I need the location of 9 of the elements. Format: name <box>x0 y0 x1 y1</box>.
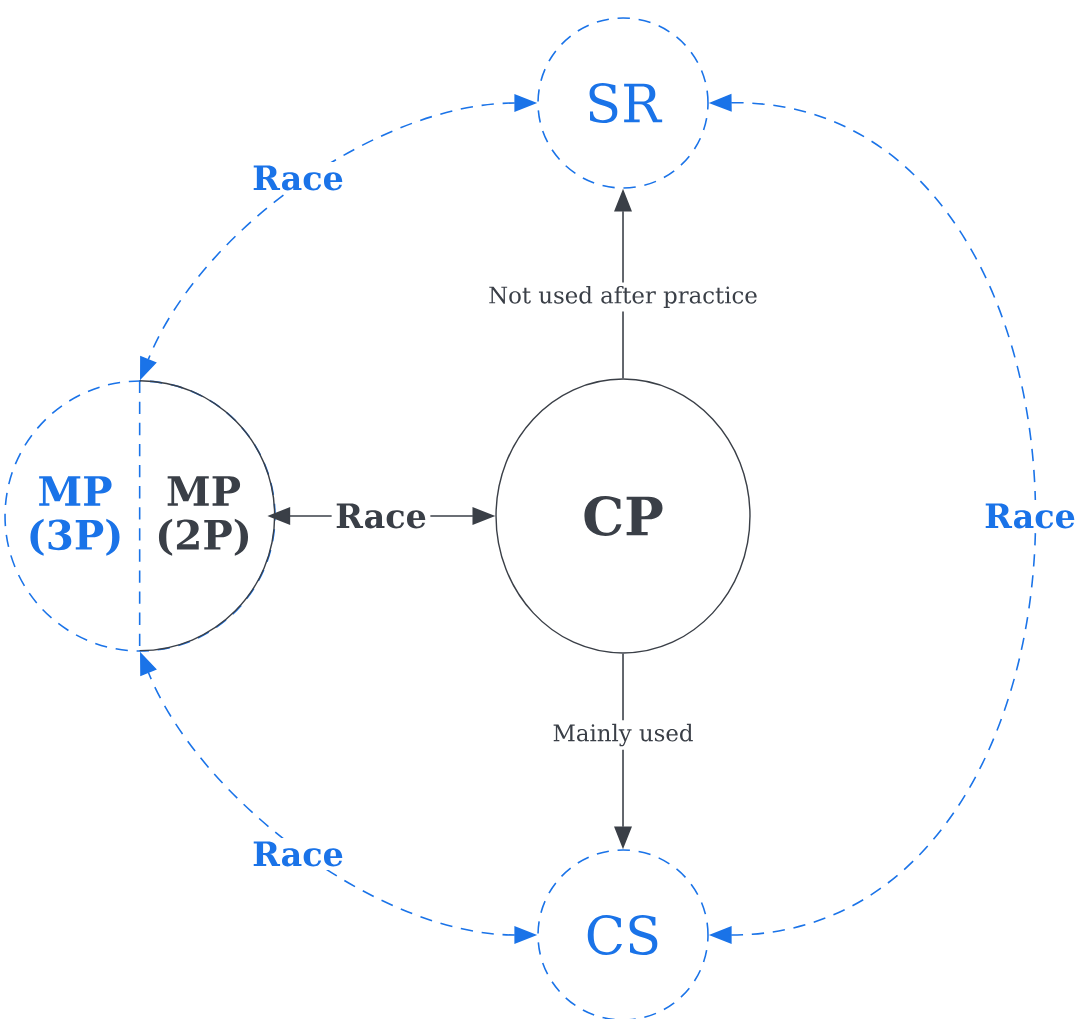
edge-label: Not used after practice <box>484 282 762 312</box>
edge-label: Race <box>331 500 431 532</box>
edge-label: Race <box>980 500 1078 532</box>
edge-label: Race <box>248 162 348 194</box>
semicircle-node: MP (2P) <box>138 379 276 653</box>
circle-node: SR <box>537 17 709 189</box>
ellipse-node: CP <box>495 378 751 654</box>
edge-label: Mainly used <box>548 720 698 750</box>
edge-label: Race <box>248 838 348 870</box>
